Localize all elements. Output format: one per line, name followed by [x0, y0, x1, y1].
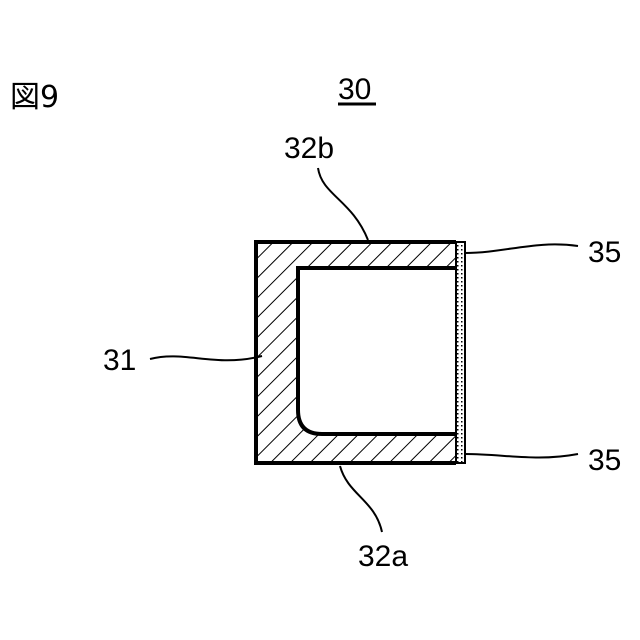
leader-32b — [318, 168, 368, 240]
reference-30: 30 — [338, 73, 376, 106]
label-32a: 32a — [358, 540, 408, 573]
cross-section-body — [256, 242, 456, 463]
label-35-bottom: 35 — [588, 444, 621, 477]
label-31: 31 — [103, 344, 136, 377]
figure-title: 図9 — [10, 80, 59, 115]
label-35-top: 35 — [588, 236, 621, 269]
leader-32a — [340, 466, 382, 532]
reference-main-label: 30 — [338, 73, 371, 106]
label-32b: 32b — [284, 132, 334, 165]
leader-31 — [150, 356, 262, 360]
film-layer — [456, 242, 465, 463]
inner-cavity-outline — [298, 268, 456, 434]
leader-35-bottom — [465, 454, 578, 458]
leader-35-top — [465, 244, 578, 253]
